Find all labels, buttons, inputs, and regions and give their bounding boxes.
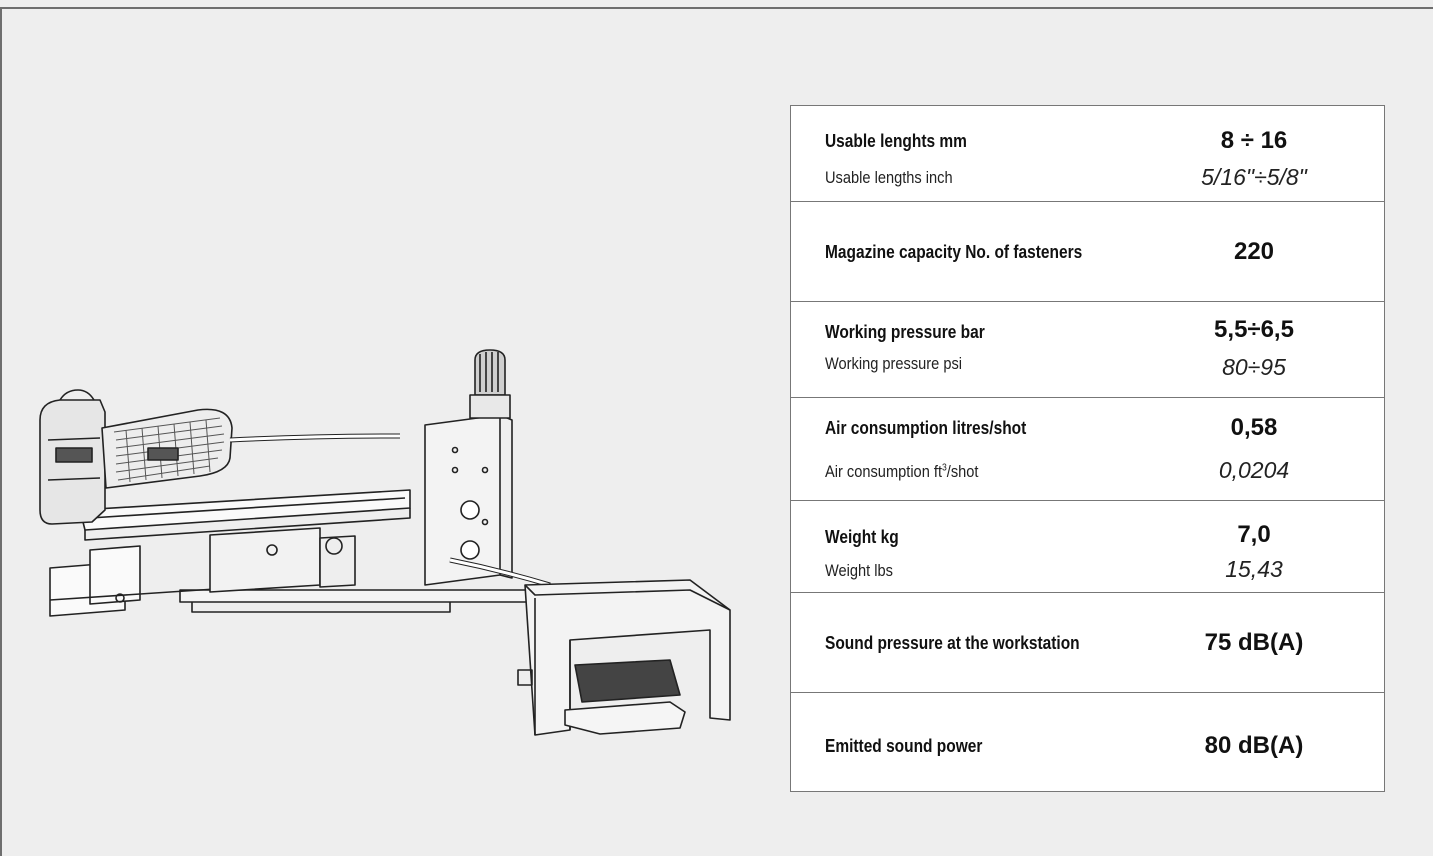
working-pressure-bar-value: 5,5÷6,5 (1214, 316, 1294, 343)
spec-row-air-consumption: Air consumption litres/shot 0,58 Air con… (791, 398, 1384, 501)
air-consumption-ft-label: Air consumption ft3/shot (825, 462, 979, 481)
working-pressure-psi-value: 80÷95 (1222, 354, 1286, 380)
spec-row-magazine-capacity: Magazine capacity No. of fasteners 220 (791, 202, 1384, 302)
sound-power-label: Emitted sound power (825, 736, 983, 756)
working-pressure-psi-label: Working pressure psi (825, 354, 963, 373)
air-consumption-ft-value: 0,0204 (1218, 457, 1290, 483)
sound-power-value: 80 dB(A) (1204, 732, 1304, 759)
usable-lengths-inch-value: 5/16"÷5/8" (1201, 164, 1307, 190)
air-consumption-litres-label: Air consumption litres/shot (825, 418, 1027, 438)
weight-lbs-label: Weight lbs (825, 561, 893, 580)
stapler-machine-illustration (39, 349, 731, 736)
sound-pressure-label: Sound pressure at the workstation (825, 633, 1080, 653)
weight-lbs-value: 15,43 (1225, 556, 1283, 582)
specifications-table: Usable lenghts mm 8 ÷ 16 Usable lengths … (790, 105, 1385, 792)
usable-lengths-mm-label: Usable lenghts mm (825, 131, 967, 151)
spec-row-working-pressure: Working pressure bar 5,5÷6,5 Working pre… (791, 302, 1384, 398)
magazine-capacity-value: 220 (1233, 238, 1275, 265)
weight-kg-label: Weight kg (825, 527, 899, 547)
usable-lengths-mm-value: 8 ÷ 16 (1220, 127, 1288, 154)
sound-pressure-value: 75 dB(A) (1204, 629, 1304, 656)
frame-top-border (0, 7, 1433, 9)
spec-row-sound-pressure: Sound pressure at the workstation 75 dB(… (791, 593, 1384, 693)
spec-row-sound-power: Emitted sound power 80 dB(A) (791, 693, 1384, 793)
spec-row-usable-lengths: Usable lenghts mm 8 ÷ 16 Usable lengths … (791, 106, 1384, 202)
weight-kg-value: 7,0 (1237, 521, 1271, 548)
usable-lengths-inch-label: Usable lengths inch (825, 168, 953, 187)
spec-row-weight: Weight kg 7,0 Weight lbs 15,43 (791, 501, 1384, 593)
working-pressure-bar-label: Working pressure bar (825, 322, 985, 342)
magazine-capacity-label: Magazine capacity No. of fasteners (825, 242, 1083, 262)
frame-left-border (0, 7, 2, 856)
air-consumption-litres-value: 0,58 (1230, 414, 1278, 441)
